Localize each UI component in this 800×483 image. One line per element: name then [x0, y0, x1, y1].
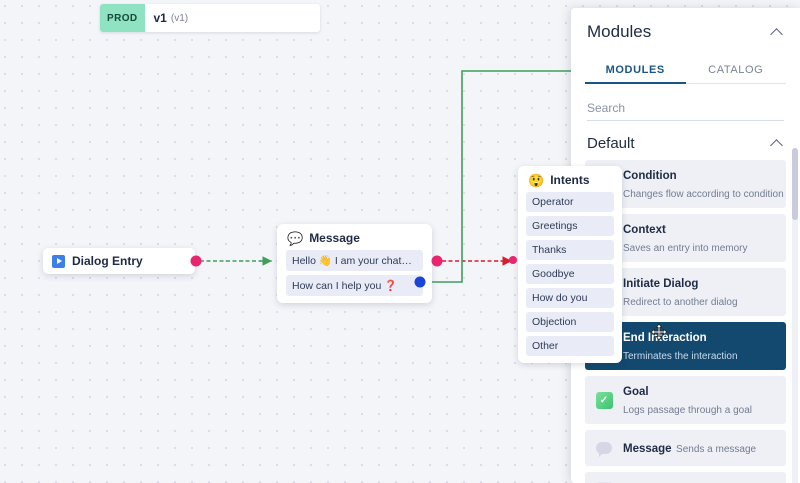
node-intents-header: 😲 Intents	[518, 166, 622, 192]
module-name: Message	[623, 443, 672, 455]
page-title: Modules	[587, 22, 652, 41]
intent-row[interactable]: How do you	[526, 288, 614, 308]
intent-row[interactable]: Greetings	[526, 216, 614, 236]
module-name: Goal	[623, 386, 649, 398]
intent-row[interactable]: Other	[526, 336, 614, 356]
panel-header: Modules	[571, 8, 800, 52]
astonished-face-icon: 😲	[528, 172, 545, 188]
dialog-entry-label: Dialog Entry	[72, 254, 143, 268]
panel-tabs: MODULES CATALOG	[585, 58, 786, 84]
intent-row[interactable]: Objection	[526, 312, 614, 332]
version-sublabel: (v1)	[170, 12, 189, 24]
intent-row[interactable]: Operator	[526, 192, 614, 212]
module-name: Initiate Dialog	[623, 278, 699, 290]
module-item-message[interactable]: Message Sends a message	[585, 430, 786, 466]
node-message-header: 💬 Message	[277, 224, 432, 250]
panel-scrollbar[interactable]	[792, 148, 798, 483]
intent-row[interactable]: Goodbye	[526, 264, 614, 284]
panel-scrollbar-thumb[interactable]	[792, 148, 798, 220]
module-name: Context	[623, 224, 666, 236]
message-row[interactable]: Hello 👋 I am your chatbot 🤖...	[286, 250, 423, 271]
node-message-title: Message	[309, 231, 360, 245]
message-output-port-1[interactable]	[429, 253, 445, 269]
group-title: Default	[587, 135, 635, 152]
module-desc: Terminates the interaction	[623, 351, 738, 362]
chevron-up-icon[interactable]	[771, 26, 784, 39]
module-name: Condition	[623, 170, 677, 182]
node-message[interactable]: 💬 Message Hello 👋 I am your chatbot 🤖...…	[277, 224, 432, 303]
module-item-goal[interactable]: ✓ Goal Logs passage through a goal	[585, 376, 786, 424]
module-desc: Changes flow according to condition	[623, 189, 784, 200]
version-bar[interactable]: PROD v1 (v1)	[100, 4, 320, 32]
message-row[interactable]: How can I help you ❓	[286, 275, 423, 296]
group-header-default[interactable]: Default	[571, 121, 800, 160]
play-icon	[52, 254, 65, 268]
module-desc: Saves an entry into memory	[623, 243, 748, 254]
dialog-entry-output-port[interactable]	[188, 253, 204, 269]
module-desc: Sends a message	[676, 444, 757, 455]
node-intents[interactable]: 😲 Intents Operator Greetings Thanks Good…	[518, 166, 622, 363]
intent-row[interactable]: Thanks	[526, 240, 614, 260]
module-desc: Redirect to another dialog	[623, 297, 738, 308]
speech-bubble-icon: 💬	[287, 230, 304, 246]
tab-modules[interactable]: MODULES	[585, 58, 686, 84]
search-input[interactable]	[587, 98, 784, 121]
chevron-up-icon[interactable]	[771, 137, 784, 150]
version-label: v1	[153, 11, 167, 25]
tab-catalog[interactable]: CATALOG	[708, 64, 764, 76]
speech-bubble-icon	[594, 438, 614, 458]
module-item-note[interactable]: Note Creates a note	[585, 472, 786, 483]
node-intents-title: Intents	[550, 173, 590, 187]
search-wrap	[587, 98, 784, 121]
check-square-icon: ✓	[594, 390, 614, 410]
prod-badge: PROD	[100, 4, 145, 32]
module-desc: Logs passage through a goal	[623, 405, 752, 416]
intents-input-port[interactable]	[506, 253, 520, 267]
message-output-port-2[interactable]	[412, 274, 428, 290]
module-name: End Interaction	[623, 332, 707, 344]
node-dialog-entry[interactable]: Dialog Entry	[43, 248, 195, 274]
